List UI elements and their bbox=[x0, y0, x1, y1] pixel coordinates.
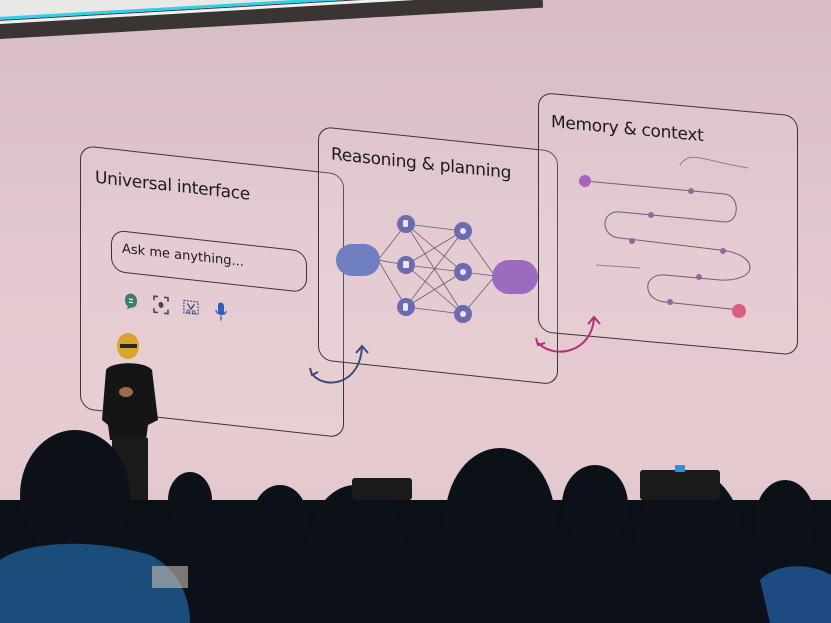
reasoning-to-interface-arrow bbox=[309, 344, 369, 384]
audience-shirt-blue bbox=[760, 566, 831, 623]
memory-end-node bbox=[732, 304, 746, 318]
audience-head bbox=[20, 430, 130, 560]
image-edit-icon[interactable] bbox=[183, 297, 199, 319]
output-pill bbox=[492, 260, 538, 294]
input-pill bbox=[336, 244, 380, 276]
audience-head bbox=[562, 465, 628, 545]
memory-node bbox=[629, 238, 635, 244]
memory-to-reasoning-arrow bbox=[535, 315, 601, 353]
memory-nodes bbox=[579, 175, 746, 318]
memory-start-node bbox=[579, 175, 591, 187]
chat-icon[interactable] bbox=[123, 291, 139, 313]
phone-light bbox=[675, 465, 685, 472]
memory-node bbox=[720, 248, 726, 254]
focus-camera-icon[interactable] bbox=[153, 294, 169, 316]
memory-node bbox=[688, 188, 694, 194]
memory-node bbox=[696, 274, 702, 280]
audience-shirt-blue bbox=[0, 543, 190, 623]
input-icon-row bbox=[123, 291, 229, 323]
node-glyphs bbox=[403, 220, 466, 317]
memory-node bbox=[667, 299, 673, 305]
microphone-icon[interactable] bbox=[213, 301, 229, 323]
audience-phone bbox=[352, 478, 412, 500]
memory-path bbox=[584, 156, 751, 311]
audience-head bbox=[252, 485, 308, 555]
memory-node bbox=[648, 212, 654, 218]
audience-phone bbox=[640, 470, 720, 500]
speaker-shirt bbox=[102, 363, 158, 440]
speaker bbox=[102, 333, 158, 508]
panel-universal-interface: Universal interface Ask me anything... bbox=[80, 145, 344, 439]
audience-head bbox=[168, 472, 212, 528]
laptop-screen bbox=[152, 566, 188, 588]
audience-head bbox=[755, 480, 815, 560]
